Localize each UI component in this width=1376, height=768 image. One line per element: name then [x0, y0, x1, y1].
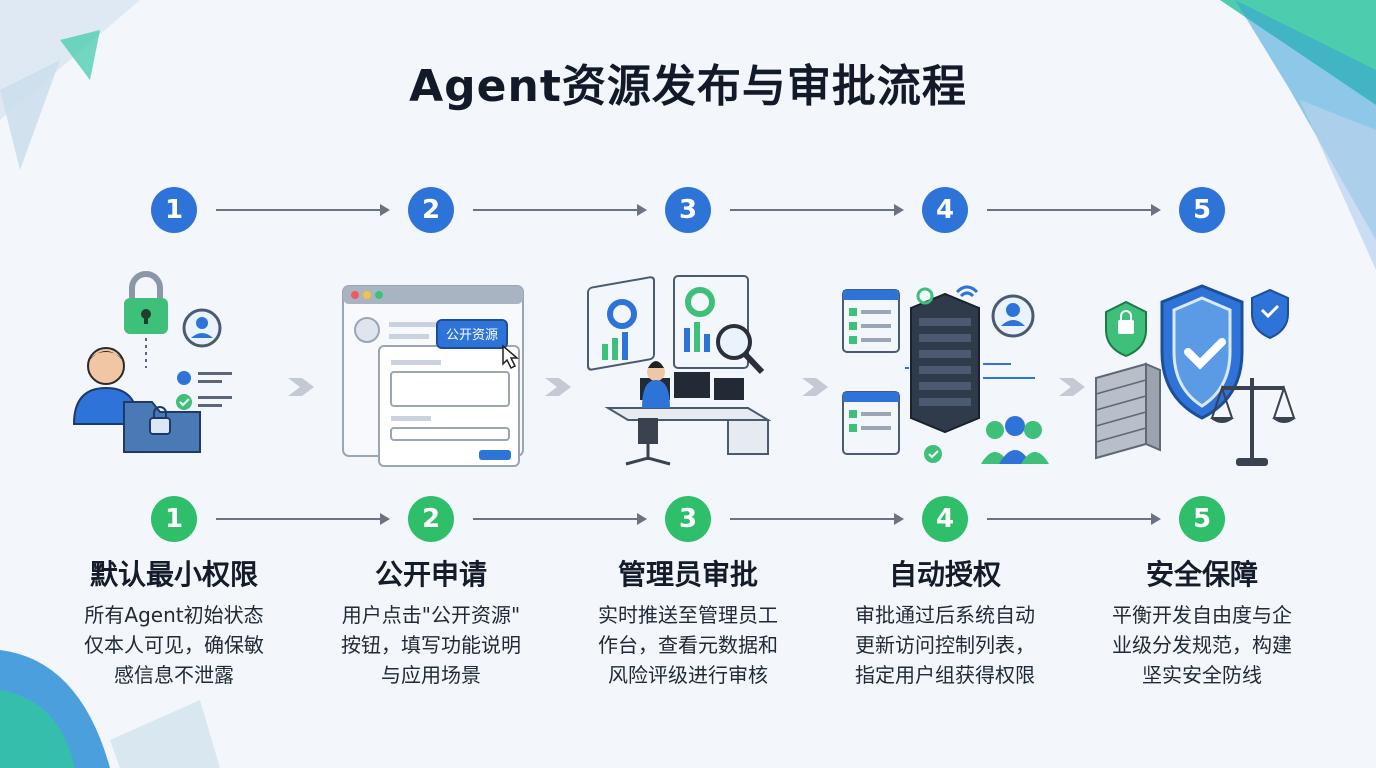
- public-resource-button-label: 公开资源: [446, 328, 498, 343]
- step-3-desc-line: 实时推送至管理员工: [598, 603, 778, 627]
- step-4-title: 自动授权: [888, 558, 1001, 591]
- bottom-step-row: 1 2 3 4 5: [0, 495, 1376, 543]
- bottom-step-5-badge: 5: [1179, 496, 1225, 542]
- top-arrow-1: [216, 204, 390, 216]
- step-2-desc-line: 用户点击"公开资源": [341, 603, 521, 627]
- step-1-description: 所有Agent初始状态 仅本人可见，确保敏 感信息不泄露: [54, 600, 294, 690]
- step-1-title: 默认最小权限: [89, 558, 258, 591]
- step-3-desc-line: 作台，查看元数据和: [598, 633, 778, 657]
- step-1-desc-line: 所有Agent初始状态: [84, 603, 264, 627]
- server-authorization-icon: [842, 285, 1049, 464]
- top-step-5-badge: 5: [1179, 187, 1225, 233]
- step-1-desc-line: 仅本人可见，确保敏: [84, 633, 264, 657]
- top-step-4-badge: 4: [922, 187, 968, 233]
- user-lock-folder-icon: [72, 271, 232, 453]
- step-2-description: 用户点击"公开资源" 按钮，填写功能说明 与应用场景: [311, 600, 551, 690]
- chevron-right-icon: [288, 378, 314, 396]
- step-4-description: 审批通过后系统自动 更新访问控制列表， 指定用户组获得权限: [825, 600, 1065, 690]
- application-form-icon: 公开资源: [342, 285, 524, 467]
- step-1-desc-line: 感信息不泄露: [114, 663, 234, 687]
- top-step-3-badge: 3: [665, 187, 711, 233]
- bottom-arrow-1: [216, 513, 390, 525]
- page-title: Agent资源发布与审批流程: [409, 61, 967, 112]
- step-2-desc-line: 与应用场景: [381, 663, 481, 687]
- step-4-desc-line: 更新访问控制列表，: [855, 633, 1035, 657]
- bottom-step-4-badge: 4: [922, 496, 968, 542]
- bottom-step-3-badge: 3: [665, 496, 711, 542]
- step-5-description: 平衡开发自由度与企 业级分发规范，构建 坚实安全防线: [1082, 600, 1322, 690]
- bottom-arrow-3: [730, 513, 904, 525]
- step-5-desc-line: 坚实安全防线: [1142, 663, 1262, 687]
- step-3-description: 实时推送至管理员工 作台，查看元数据和 风险评级进行审核: [568, 600, 808, 690]
- step-3-desc-line: 风险评级进行审核: [608, 663, 768, 687]
- bottom-step-1-badge: 1: [151, 496, 197, 542]
- chevron-right-icon: [802, 378, 828, 396]
- security-shield-icon: [1095, 284, 1296, 466]
- step-2-desc-line: 按钮，填写功能说明: [341, 633, 521, 657]
- step-3-title: 管理员审批: [617, 558, 758, 591]
- step-5-desc-line: 平衡开发自由度与企: [1112, 603, 1292, 627]
- chevron-right-icon: [1059, 378, 1085, 396]
- top-arrow-4: [987, 204, 1161, 216]
- step-2-title: 公开申请: [374, 558, 487, 591]
- bottom-arrow-4: [987, 513, 1161, 525]
- top-arrow-3: [730, 204, 904, 216]
- step-4-desc-line: 审批通过后系统自动: [855, 603, 1035, 627]
- admin-workstation-icon: [587, 275, 772, 466]
- top-step-row: 1 2 3 4 5: [0, 186, 1376, 234]
- top-step-1-badge: 1: [151, 187, 197, 233]
- top-step-2-badge: 2: [408, 187, 454, 233]
- top-arrow-2: [473, 204, 647, 216]
- step-4-desc-line: 指定用户组获得权限: [855, 663, 1035, 687]
- chevron-right-icon: [545, 378, 571, 396]
- step-5-title: 安全保障: [1145, 558, 1258, 591]
- step-5-desc-line: 业级分发规范，构建: [1112, 633, 1292, 657]
- bottom-step-2-badge: 2: [408, 496, 454, 542]
- bottom-arrow-2: [473, 513, 647, 525]
